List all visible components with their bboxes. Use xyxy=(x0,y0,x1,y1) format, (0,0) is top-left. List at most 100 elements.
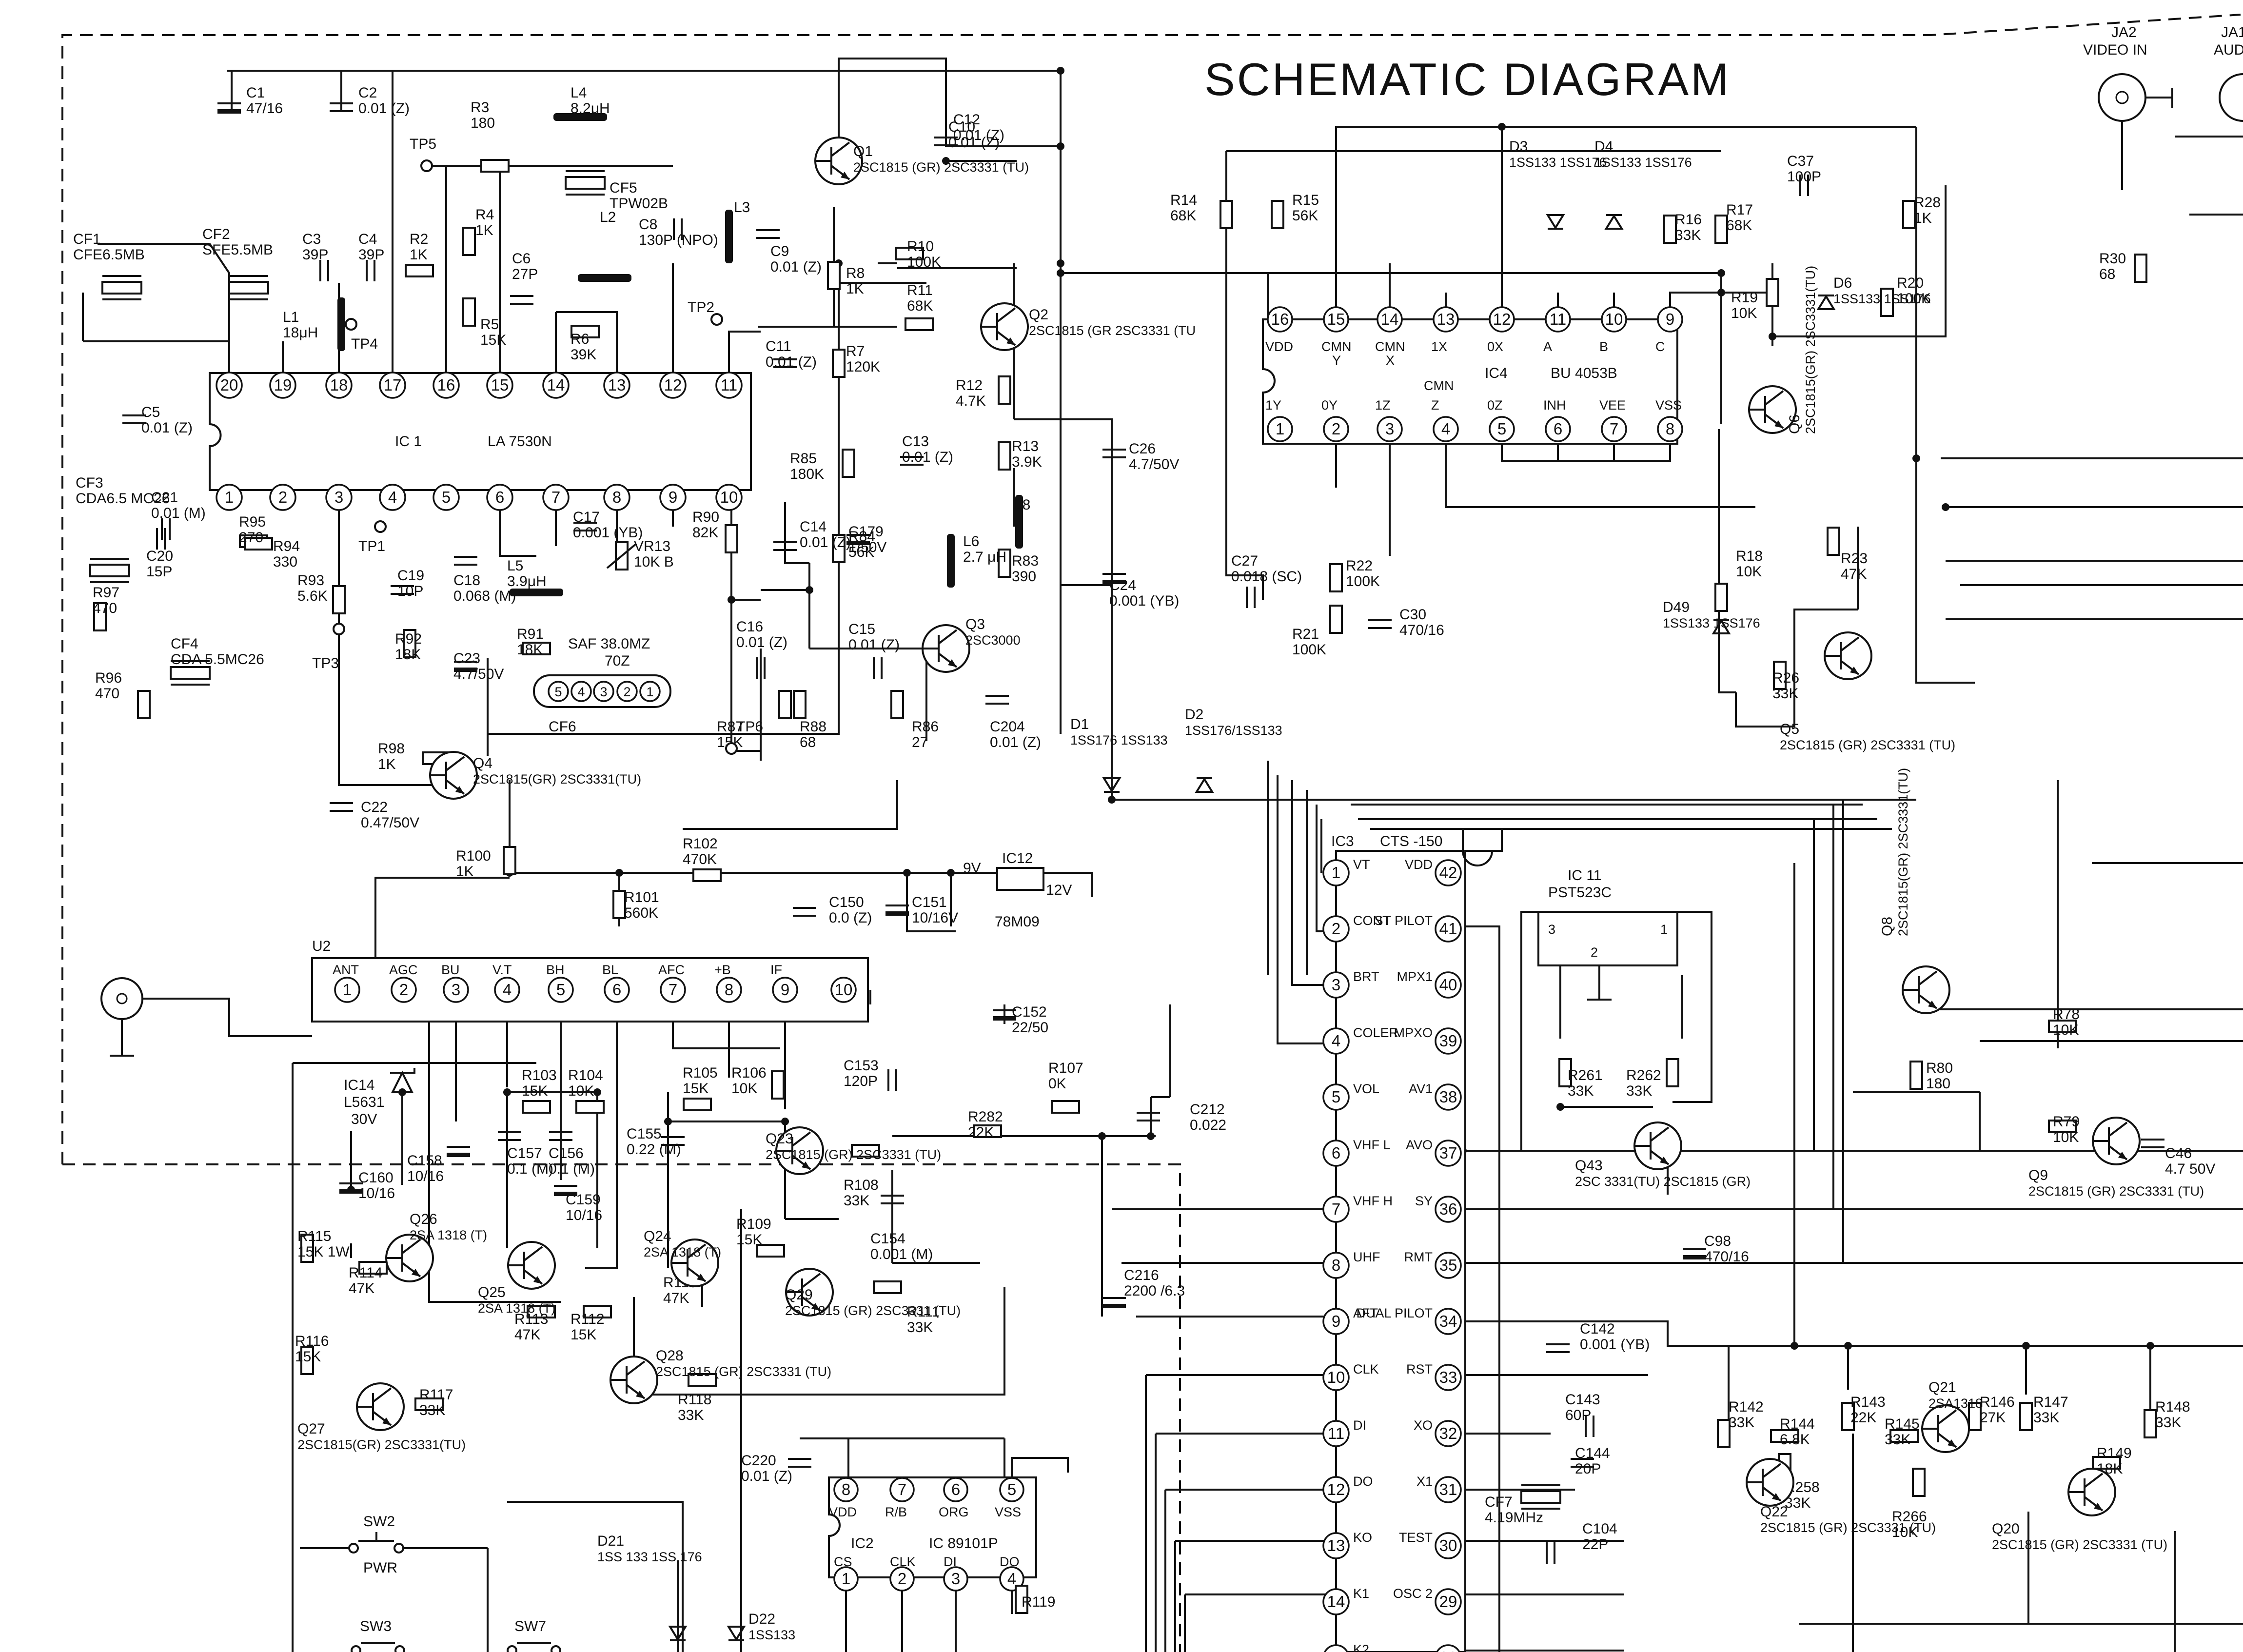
pin-number: 3 xyxy=(1332,976,1340,994)
pin-number: 33 xyxy=(1439,1368,1457,1386)
tuner-pin-label: IF xyxy=(770,963,782,977)
capacitor-value: 0.01 (Z) xyxy=(766,354,817,370)
ic-pin: 3 xyxy=(443,977,469,1003)
capacitor-ref: C144 xyxy=(1575,1445,1610,1461)
resistor-ref: R11 xyxy=(907,282,933,298)
capacitor-value: 120P xyxy=(844,1073,878,1089)
capacitor-ref: C12 xyxy=(953,112,980,128)
ic-pin: 6 xyxy=(943,1477,968,1502)
ic-pin: 5 xyxy=(1489,416,1515,442)
pin-number: 38 xyxy=(1439,1088,1457,1106)
capacitor-value: 39P xyxy=(302,247,328,263)
tuner-ref: U2 xyxy=(312,938,331,954)
resistor-ref: R2 xyxy=(410,231,428,247)
ic-pin: 14 xyxy=(1322,1588,1350,1615)
tuner-pin-label: BH xyxy=(546,963,565,977)
ic-pin-label: DI xyxy=(1353,1418,1366,1433)
resistor-ref: R266 xyxy=(1892,1509,1927,1525)
resistor-ref: R30 xyxy=(2099,251,2126,267)
resistor-ref: R101 xyxy=(624,889,659,905)
ic-pin-label: K1 xyxy=(1353,1586,1369,1601)
ceramic-ref: CF3 xyxy=(76,475,103,491)
pin-number: 4 xyxy=(388,488,397,506)
resistor-value: 10K xyxy=(1736,564,1762,580)
switch-sw7[interactable]: SW7 xyxy=(507,1618,561,1652)
test-point-tp4: TP4 xyxy=(345,318,378,352)
pin-number: 6 xyxy=(612,981,621,999)
resistor-value: 6.8K xyxy=(1780,1432,1810,1448)
capacitor-ref: C158 xyxy=(407,1153,442,1169)
pin-number: 39 xyxy=(1439,1032,1457,1050)
switch-sw3[interactable]: SW3 xyxy=(351,1618,405,1652)
capacitor-ref: C98 xyxy=(1704,1233,1731,1249)
capacitor-value: 130P (NPO) xyxy=(639,232,718,248)
resistor-ref: R93 xyxy=(297,572,324,589)
switch-sw2[interactable]: SW2 PWR xyxy=(300,1514,488,1576)
transistor-part: 2SC1815 (GR) 2SC3331 (TU) xyxy=(2028,1184,2204,1199)
transistor-part: 2SA1318 xyxy=(1928,1396,1983,1411)
capacitor-value: 0.018 (SC) xyxy=(1231,569,1302,585)
pin-number: 4 xyxy=(577,685,585,699)
resistor-value: 4.7K xyxy=(956,393,986,409)
resistor-value: 56K xyxy=(1292,208,1318,224)
ic-pin-label: X1 xyxy=(1417,1474,1433,1489)
pin-number: 19 xyxy=(274,376,292,394)
resistor-ref: R90 xyxy=(692,509,719,525)
ic-pin: 13 xyxy=(1322,1532,1350,1559)
ic-pin: 39 xyxy=(1435,1027,1462,1055)
ic-pin: 32 xyxy=(1435,1420,1462,1447)
ic-pin-label: VDD xyxy=(829,1505,857,1519)
ic-ref: IC4 xyxy=(1485,365,1508,381)
ic-pin: 10 xyxy=(830,977,857,1003)
pin-number: 3 xyxy=(600,685,607,699)
ic-pin: 1 xyxy=(1322,859,1350,886)
capacitor-value: 22P xyxy=(1582,1536,1608,1553)
resistor-value: 10K xyxy=(568,1083,594,1099)
jack-audio[interactable]: JA1 AUDIO xyxy=(2214,24,2243,122)
resistor-value: 15K xyxy=(736,1232,762,1248)
ceramic-ref: CF7 xyxy=(1485,1494,1513,1510)
ic-pin-label: SY xyxy=(1415,1194,1433,1208)
tuner-pin-label: ANT xyxy=(333,963,359,977)
inductor-l4: L48.2μH xyxy=(553,85,610,121)
pin-number: 7 xyxy=(669,981,677,999)
resistor-value: 22K xyxy=(1850,1410,1876,1426)
ic-pin-label: VHF H xyxy=(1353,1194,1393,1208)
transistor-ref: Q8 xyxy=(1879,917,1895,936)
ic-pin: 3 xyxy=(325,484,353,511)
capacitor-ref: C159 xyxy=(566,1192,601,1208)
ic-part: PST523C xyxy=(1548,885,1612,901)
jack-video-in[interactable]: JA2 VIDEO IN xyxy=(2083,24,2173,190)
resistor-value: 33K xyxy=(907,1319,933,1336)
antenna-connector[interactable] xyxy=(100,977,312,1057)
capacitor-ref: C142 xyxy=(1580,1321,1615,1337)
pin-number: 7 xyxy=(1332,1200,1340,1218)
resistor-ref: R96 xyxy=(95,670,122,686)
resistor-ref: R12 xyxy=(956,377,983,393)
resistor-ref: R5 xyxy=(480,316,499,333)
pin-number: 15 xyxy=(1327,310,1345,328)
capacitor-c5: C50.01 (Z) xyxy=(122,404,193,436)
capacitor-value: 0.01 (Z) xyxy=(848,637,900,653)
resistor-ref: R83 xyxy=(1012,553,1039,569)
transistor-ref: Q5 xyxy=(1780,721,1799,737)
pin-number: 7 xyxy=(898,1480,906,1498)
ic-pin: 5 xyxy=(433,484,460,511)
